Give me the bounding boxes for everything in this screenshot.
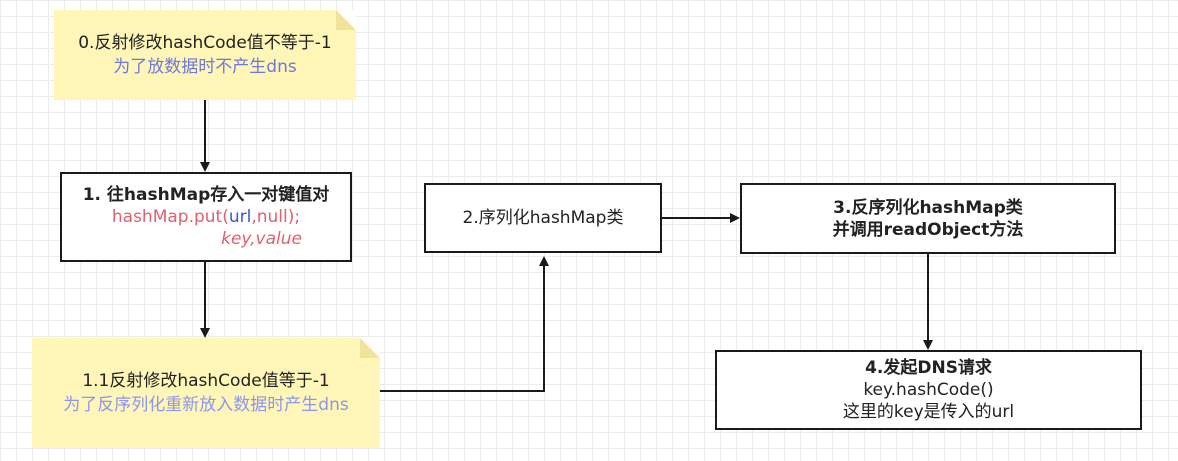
note-step-0-line1: 0.反射修改hashCode值不等于-1 bbox=[78, 33, 332, 53]
box-step-4-line2: key.hashCode() bbox=[863, 380, 994, 400]
box-step-1-code: hashMap.put(url,null); bbox=[112, 206, 300, 228]
note-step-1-1-line2: 为了反序列化重新放入数据时产生dns bbox=[63, 395, 349, 415]
note-fold-corner bbox=[360, 338, 380, 358]
arrow-note11-to-box2 bbox=[380, 256, 549, 392]
box-step-1-title: 1. 往hashMap存入一对键值对 bbox=[82, 185, 330, 205]
box-step-4[interactable]: 4.发起DNS请求 key.hashCode() 这里的key是传入的url bbox=[715, 350, 1142, 430]
note-step-0-line2: 为了放数据时不产生dns bbox=[113, 57, 297, 77]
box-step-4-line3: 这里的key是传入的url bbox=[842, 402, 1015, 422]
box-step-1-annotation: key,value bbox=[221, 229, 302, 249]
code-put-prefix: hashMap.put( bbox=[111, 207, 229, 227]
code-put-suffix: ,null); bbox=[251, 207, 301, 227]
box-step-2-label: 2.序列化hashMap类 bbox=[462, 208, 624, 228]
box-step-1[interactable]: 1. 往hashMap存入一对键值对 hashMap.put(url,null)… bbox=[60, 172, 352, 262]
box-step-3[interactable]: 3.反序列化hashMap类 并调用readObject方法 bbox=[740, 183, 1116, 254]
note-step-1-1-line1: 1.1反射修改hashCode值等于-1 bbox=[82, 371, 330, 391]
note-fold-corner bbox=[336, 10, 356, 30]
box-step-3-line1: 3.反序列化hashMap类 bbox=[833, 197, 1023, 218]
box-step-2[interactable]: 2.序列化hashMap类 bbox=[424, 183, 662, 253]
note-step-0[interactable]: 0.反射修改hashCode值不等于-1 为了放数据时不产生dns bbox=[54, 10, 356, 100]
code-url-arg: url bbox=[228, 207, 252, 227]
box-step-4-title: 4.发起DNS请求 bbox=[865, 358, 992, 378]
box-step-3-line2: 并调用readObject方法 bbox=[832, 219, 1024, 240]
note-step-1-1[interactable]: 1.1反射修改hashCode值等于-1 为了反序列化重新放入数据时产生dns bbox=[32, 338, 380, 448]
